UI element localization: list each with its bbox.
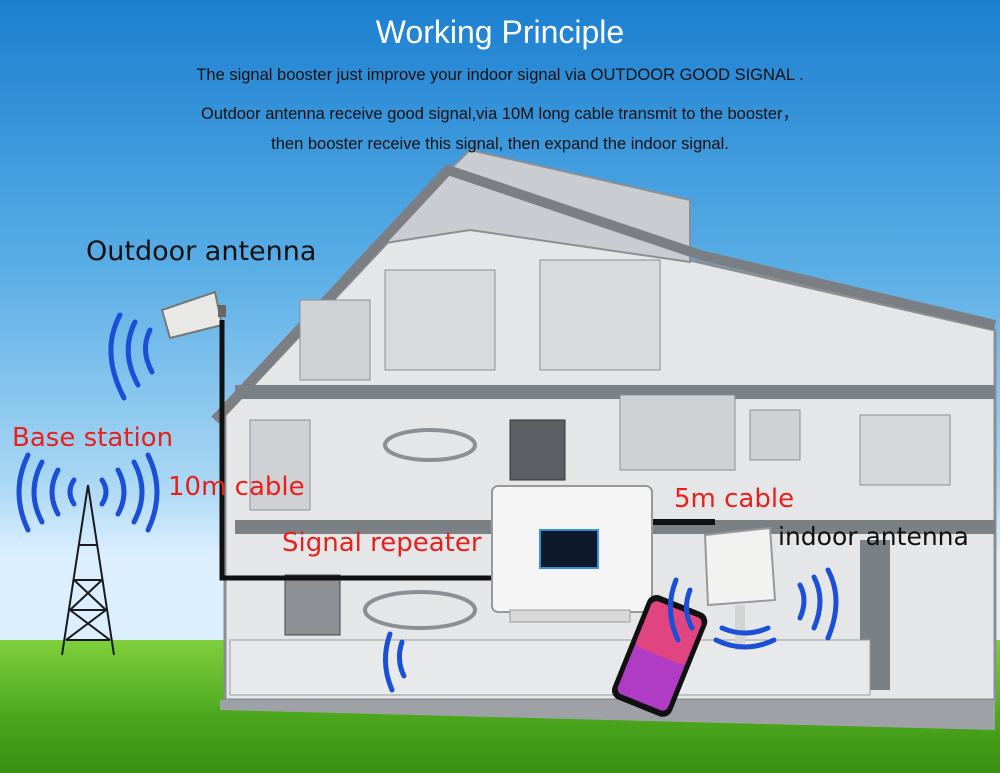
signal-wave-icon [108, 312, 155, 401]
signal-wave-icon [16, 452, 160, 533]
description-line-3: then booster receive this signal, then e… [271, 135, 729, 153]
signal-wave-icon [668, 567, 839, 650]
antenna-icon [160, 290, 226, 340]
cable-5m-label: 5m cable [674, 484, 795, 514]
base-station-label: Base station [12, 423, 174, 453]
cable-10m-line [219, 320, 495, 581]
indoor-panel-icon [703, 526, 777, 650]
description-line-1: The signal booster just improve your ind… [196, 66, 804, 84]
cable-10m-label: 10m cable [168, 472, 305, 502]
tower-icon [61, 484, 115, 656]
description-line-2: Outdoor antenna receive good signal,via … [200, 105, 800, 123]
indoor-antenna-label: indoor antenna [778, 522, 969, 551]
phone-icon [611, 595, 708, 717]
page-title: Working Principle [375, 14, 625, 50]
booster-icon [491, 485, 653, 623]
signal-repeater-label: Signal repeater [282, 528, 482, 558]
signal-wave-icon [383, 631, 407, 693]
outdoor-antenna-label: Outdoor antenna [86, 236, 317, 267]
